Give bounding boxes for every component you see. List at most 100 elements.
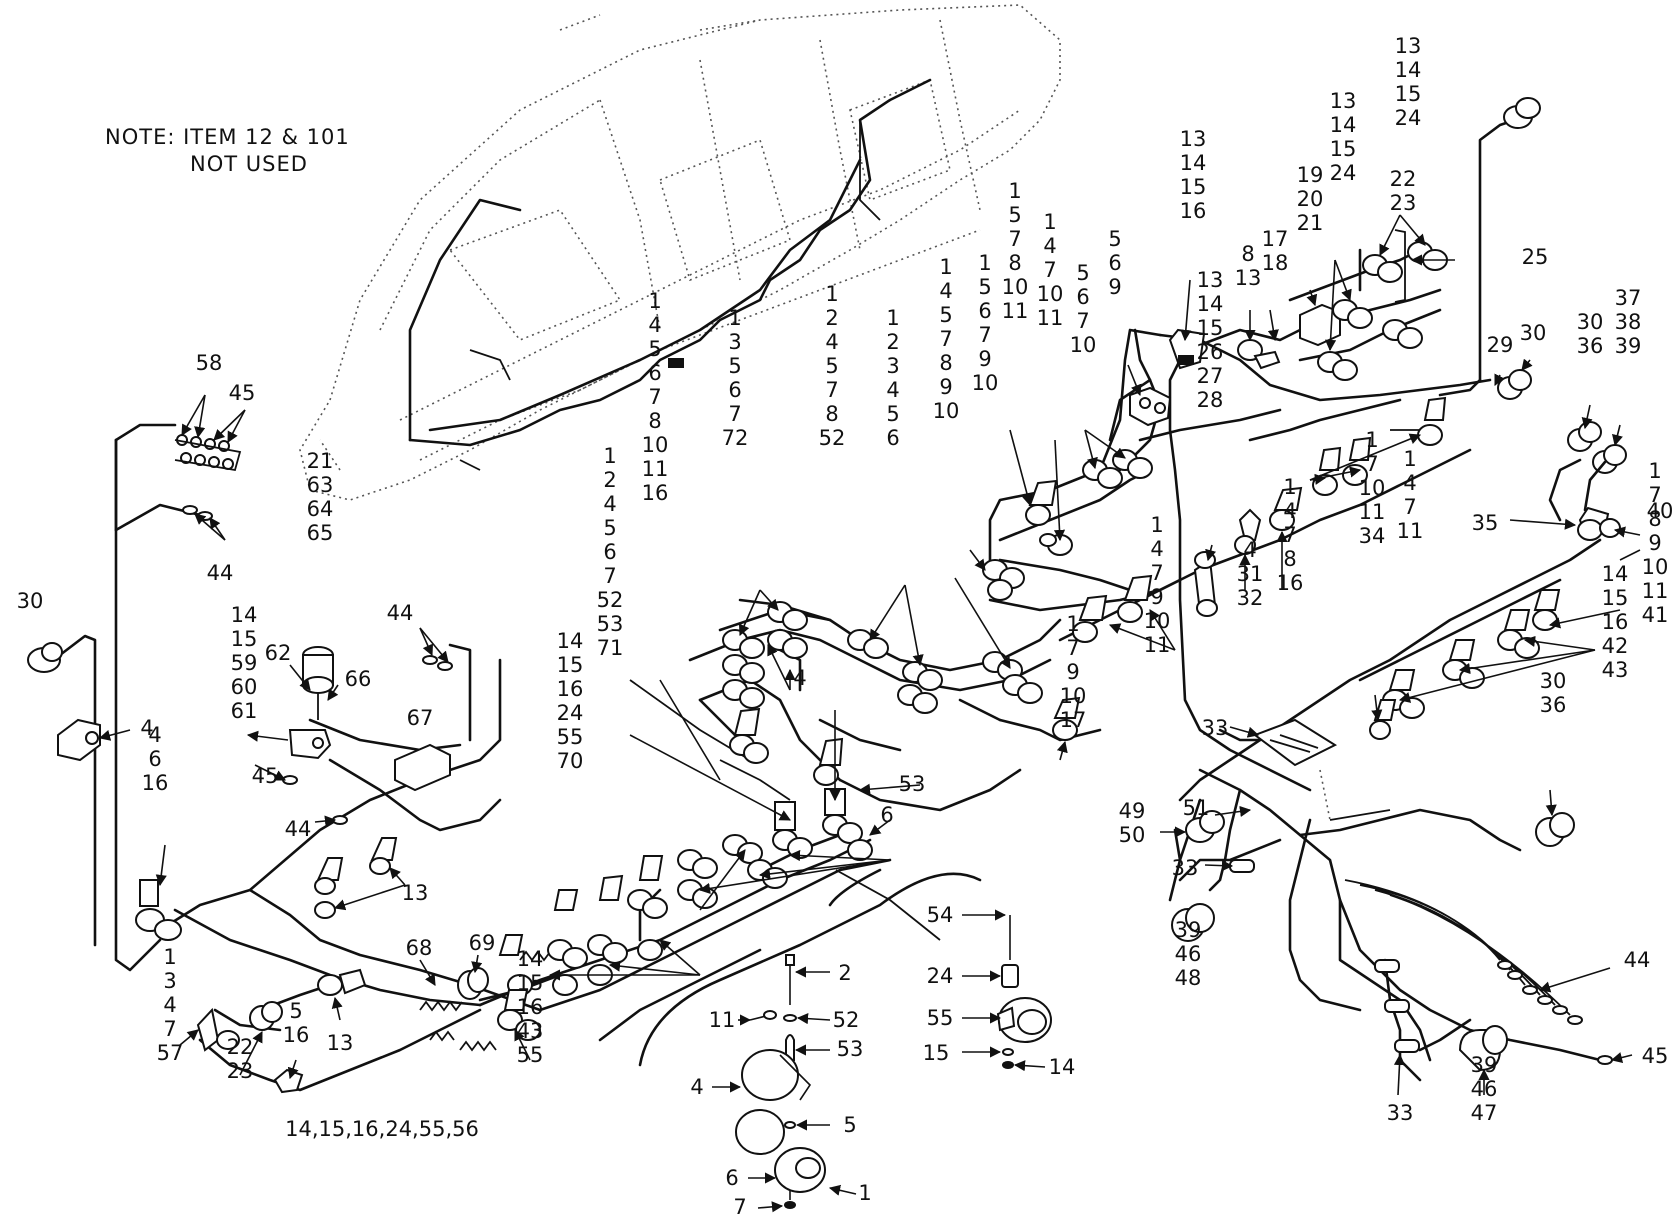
callout-number: 4 <box>939 279 952 303</box>
callout-number: 26 <box>1197 340 1224 364</box>
callout-number: 21 <box>1297 211 1324 235</box>
callout-number: 1 <box>648 289 661 313</box>
callout-number: 10 <box>1359 476 1386 500</box>
callout-number: 1 <box>728 306 741 330</box>
callout-number: 1 <box>978 251 991 275</box>
callout-number: 6 <box>725 1166 738 1190</box>
clamp-5-16 <box>273 1068 304 1094</box>
exploded-parts-center <box>735 915 1052 1209</box>
callout-number: 28 <box>1197 388 1224 412</box>
callout-number: 1 <box>603 444 616 468</box>
connector-39-46-47 <box>1458 1025 1508 1072</box>
callout-number: 13 <box>1235 266 1262 290</box>
callout-number: 24 <box>927 964 954 988</box>
callout-c13b: 13 <box>327 1031 354 1055</box>
callout-number: 59 <box>231 651 258 675</box>
terminals-44-mid <box>422 655 453 671</box>
callout-number: 23 <box>1390 191 1417 215</box>
callout-number: 68 <box>406 936 433 960</box>
clamp-1-7-9-10-17 <box>1052 696 1081 741</box>
part-5-nut <box>784 1121 796 1129</box>
callout-c53a: 53 <box>899 772 926 796</box>
callout-number: 15 <box>1395 82 1422 106</box>
callout-number: 7 <box>825 378 838 402</box>
callout-number: 17 <box>1060 708 1087 732</box>
bundle-33-bottom <box>1374 959 1420 1053</box>
callout-c6b: 6 <box>725 1166 738 1190</box>
callout-number: 38 <box>1615 310 1642 334</box>
callout-number: 11 <box>1002 299 1029 323</box>
callout-number: 69 <box>469 931 496 955</box>
callout-number: 16 <box>642 481 669 505</box>
clamp-1-5-7-8 <box>1025 479 1058 526</box>
callout-c5a: 516 <box>283 999 310 1047</box>
callout-number: 17 <box>1262 227 1289 251</box>
connector-30-36-lower <box>1535 812 1575 847</box>
callout-number: 41 <box>1642 603 1669 627</box>
callout-number: 1 <box>1365 428 1378 452</box>
callout-number: 10 <box>1037 282 1064 306</box>
callout-number: 8 <box>1008 251 1021 275</box>
callout-number: 22 <box>227 1035 254 1059</box>
callout-number: 4 <box>886 378 899 402</box>
part-2-stud <box>785 954 795 1005</box>
part-6-clamp <box>735 1109 826 1193</box>
clamp-1-4-7-8-16 <box>1269 486 1303 531</box>
callout-number: 48 <box>1175 966 1202 990</box>
callout-number: 44 <box>1624 948 1651 972</box>
part-52-washer <box>783 1014 797 1022</box>
callout-number: 24 <box>1330 161 1357 185</box>
callout-c25: 25 <box>1522 245 1549 269</box>
callout-number: 53 <box>899 772 926 796</box>
callout-c11: 11 <box>709 1008 736 1032</box>
callout-number: 15 <box>557 653 584 677</box>
callout-number: 5 <box>978 275 991 299</box>
callout-number: 39 <box>1615 334 1642 358</box>
callout-c30a: 30 <box>17 589 44 613</box>
callout-c14b: 14,15,16,24,55,56 <box>285 1117 479 1141</box>
callout-number: 13 <box>1180 127 1207 151</box>
callout-number: 14 <box>1602 562 1629 586</box>
callout-number: 11 <box>1642 579 1669 603</box>
connector-top-right <box>1503 97 1541 129</box>
connector-21 <box>302 646 334 720</box>
callout-number: 2 <box>603 468 616 492</box>
clamp-4-left <box>57 718 101 762</box>
callout-c66: 66 <box>345 667 372 691</box>
callout-c1q: 1 <box>858 1181 871 1205</box>
callout-number: 2 <box>886 330 899 354</box>
callout-number: 15 <box>517 971 544 995</box>
callout-number: 44 <box>285 817 312 841</box>
callout-number: 45 <box>229 381 256 405</box>
callout-number: 53 <box>597 612 624 636</box>
callout-number: 16 <box>557 677 584 701</box>
callout-number: 1 <box>1648 459 1661 483</box>
callout-number: 16 <box>517 995 544 1019</box>
callout-number: 10 <box>1642 555 1669 579</box>
callout-number: 10 <box>1070 333 1097 357</box>
callout-c13a: 13 <box>402 881 429 905</box>
callout-number: 4 <box>1243 538 1256 562</box>
callout-c4a: 4 <box>140 716 153 740</box>
callout-c33b: 33 <box>1172 856 1199 880</box>
callout-number: 30 <box>1577 310 1604 334</box>
callout-number: 19 <box>1297 163 1324 187</box>
callout-number: 5 <box>728 354 741 378</box>
callout-c5c: 569 <box>1108 227 1121 299</box>
callout-number: 7 <box>1076 309 1089 333</box>
terminals-44-top <box>182 505 213 521</box>
part-14-nut <box>1002 1061 1014 1069</box>
callout-number: 4 <box>1403 471 1416 495</box>
callout-number: 33 <box>1387 1101 1414 1125</box>
callout-number: 65 <box>307 521 334 545</box>
helicopter-harness-route <box>408 78 932 471</box>
callout-number: 37 <box>1615 286 1642 310</box>
callout-number: 36 <box>1577 334 1604 358</box>
callout-number: 39 <box>1471 1053 1498 1077</box>
